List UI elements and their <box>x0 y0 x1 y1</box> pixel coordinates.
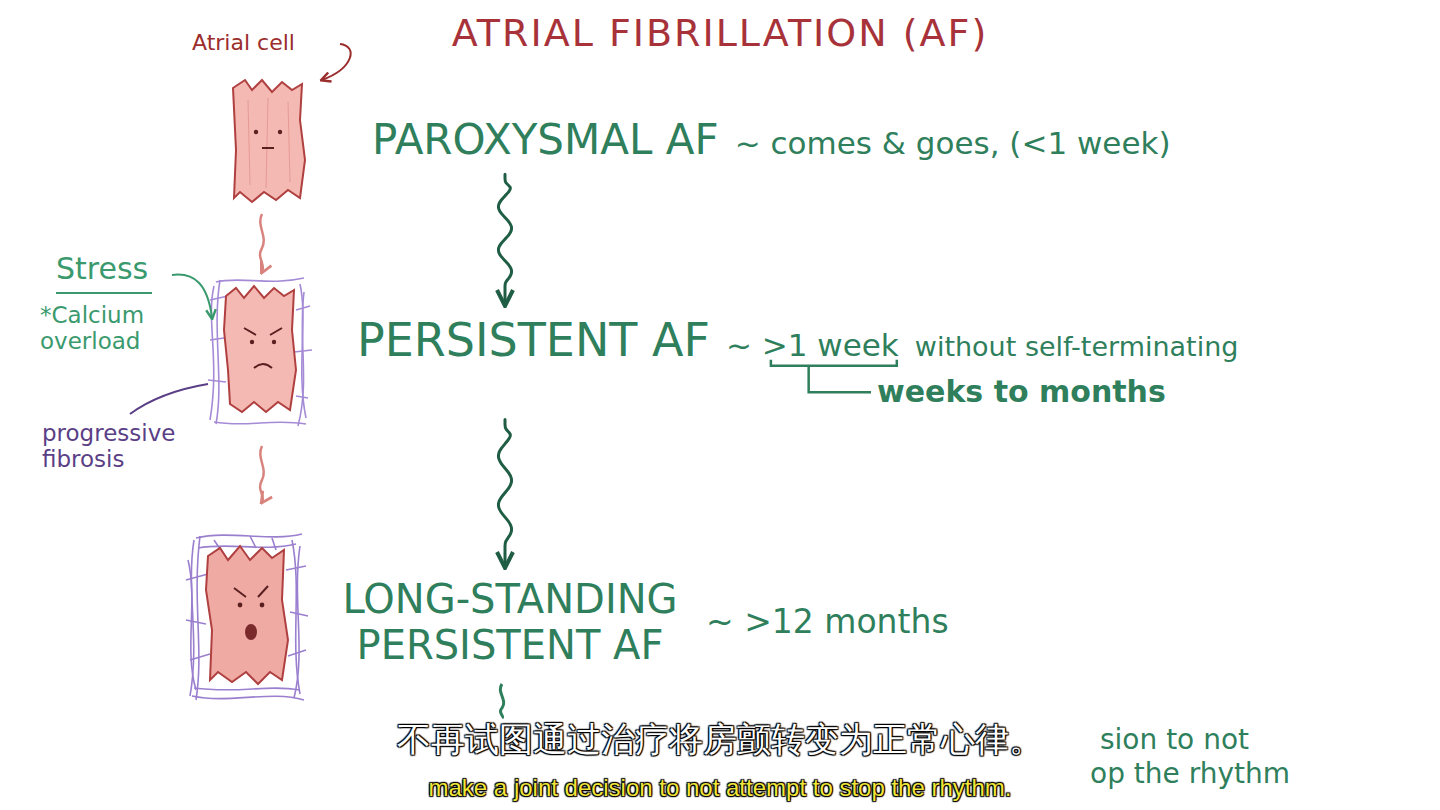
fibrosis-stroke <box>194 688 300 690</box>
partial-note: op the rhythm <box>1090 758 1290 790</box>
fibrosis-stroke <box>214 422 306 424</box>
stage-node: PERSISTENT AF ~ >1 week without self-termi… <box>357 314 1417 409</box>
stage-note: without self-terminating <box>915 331 1239 362</box>
cell-mouth <box>245 624 257 640</box>
fibrosis-stroke <box>196 534 302 538</box>
fibrosis-stroke <box>216 280 220 424</box>
cause-label: Stress <box>56 252 148 287</box>
progression-arrow <box>260 214 264 272</box>
cell-eye <box>250 340 254 344</box>
stressed-cell <box>224 286 296 412</box>
stage-note: ~ comes & goes, (<1 week) <box>735 126 1171 162</box>
cell-eye <box>254 130 258 134</box>
progression-arrow <box>260 446 264 502</box>
leader-line <box>130 384 208 414</box>
cell-eye <box>238 603 243 608</box>
subtitle: 不再试图通过治疗将房颤转变为正常心律。 <box>397 720 1043 759</box>
duration: ~ >1 week <box>726 328 899 364</box>
cell-body <box>206 546 288 684</box>
cell-texture <box>248 98 290 188</box>
pointer-arrow <box>172 275 212 318</box>
pointer-arrow <box>322 44 351 80</box>
cell-eye <box>278 130 282 134</box>
subtitle: make a joint decision to not attempt to … <box>429 774 1012 802</box>
fibrosis-scribble <box>208 278 312 426</box>
progression-arrow <box>498 419 511 566</box>
stage-node: PAROXYSMAL AF ~ comes & goes, (<1 week) <box>372 116 1171 164</box>
stage-node: LONG-STANDING PERSISTENT AF ~ >12 months <box>330 576 949 668</box>
cause-label: *Calcium overload <box>40 302 170 355</box>
healthy-cell <box>233 80 305 202</box>
fibrosis-stroke <box>192 696 304 700</box>
stage-name: LONG-STANDING PERSISTENT AF <box>330 576 690 668</box>
cell-mouth <box>254 364 272 368</box>
process-label: progressive fibrosis <box>42 420 192 473</box>
cell-mouth <box>262 147 274 149</box>
duration-note: weeks to months <box>877 375 1166 410</box>
stage-name: PERSISTENT AF <box>357 314 710 367</box>
underline <box>56 292 152 294</box>
partial-note: sion to not <box>1100 724 1249 756</box>
duration: ~ >12 months <box>706 603 949 641</box>
cell-brow <box>234 586 268 597</box>
cell-eye <box>260 603 265 608</box>
cell-body <box>233 80 305 202</box>
cell-brow <box>244 328 282 335</box>
fibrosis-stroke <box>198 544 296 548</box>
fibrosis-stroke <box>298 292 304 426</box>
stage-name: PAROXYSMAL AF <box>372 116 719 164</box>
cell-body <box>224 286 296 412</box>
fibrosis-scribble <box>186 534 308 700</box>
progression-arrow <box>498 174 511 304</box>
cell-eye <box>272 340 276 344</box>
fibrotic-cell <box>206 546 288 684</box>
fibrosis-stroke <box>216 278 304 282</box>
fibrosis-stroke <box>196 536 200 700</box>
continuation-arrow <box>500 684 503 718</box>
part-name: Atrial cell <box>192 30 295 55</box>
diagram-title: ATRIAL FIBRILLATION (AF) <box>452 12 988 56</box>
